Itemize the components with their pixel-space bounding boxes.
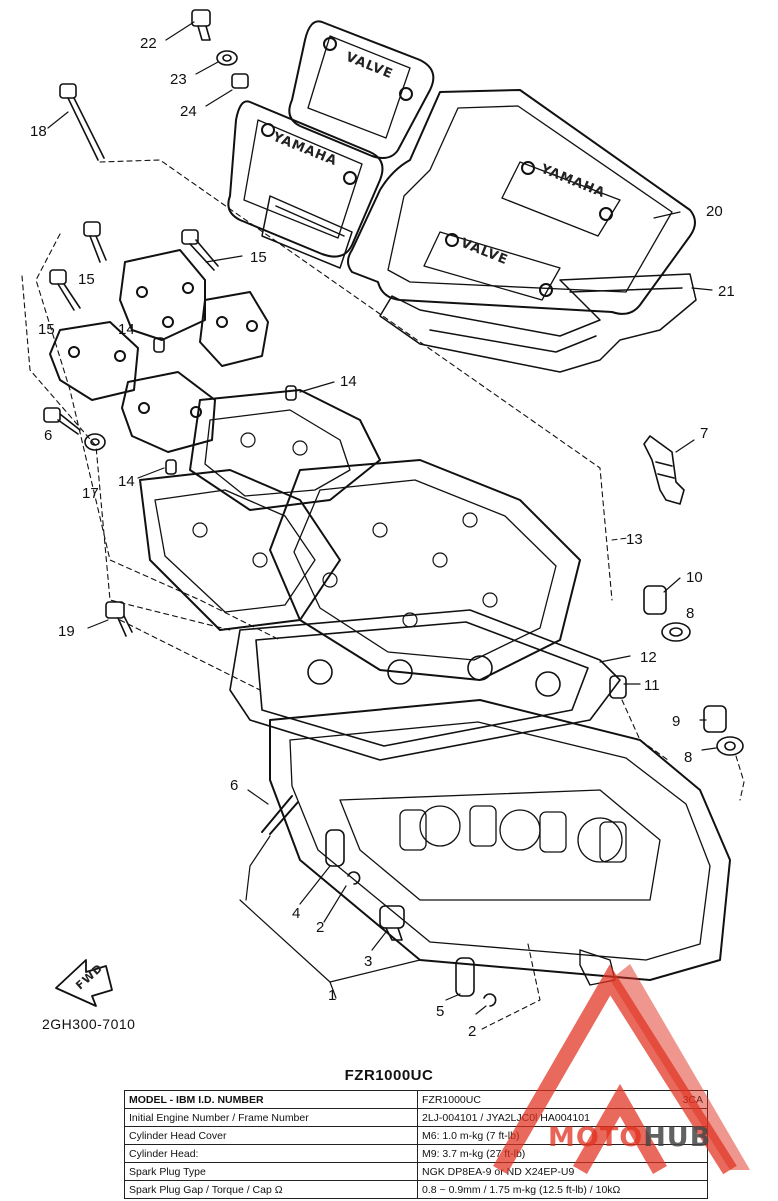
callout-5: 5: [436, 1003, 444, 1020]
spec-table-header: MODEL - IBM I.D. NUMBER FZR1000UC 3CA: [124, 1090, 708, 1109]
camshaft-assembly: [139, 389, 581, 681]
clip-2-lower: [483, 993, 497, 1007]
spec-header-value: FZR1000UC: [422, 1093, 481, 1106]
callout-21: 21: [718, 283, 735, 300]
callout-11: 11: [644, 677, 660, 694]
washer-8-lower: [716, 736, 744, 756]
callout-24: 24: [180, 103, 197, 120]
valve-cover-center: [347, 89, 696, 315]
dowel-14-a: [153, 337, 165, 353]
spec-row: Spark Plug Type NGK DP8EA-9 or ND X24EP-…: [124, 1162, 708, 1181]
camshaft-cap-3: [49, 321, 139, 401]
callout-7: 7: [700, 425, 708, 442]
camshaft-cap-1: [119, 249, 206, 341]
callout-14-a: 14: [118, 321, 135, 338]
fwd-arrow: [55, 959, 113, 1007]
spec-row-label: Initial Engine Number / Frame Number: [124, 1108, 418, 1127]
callout-20: 20: [706, 203, 723, 220]
spark-plug-7: [643, 435, 685, 505]
callout-2-b: 2: [468, 1023, 476, 1040]
bolt-19: [105, 601, 133, 637]
washer-23: [216, 50, 238, 66]
clip-2-upper: [347, 871, 361, 885]
spec-row: Spark Plug Gap / Torque / Cap Ω 0.8 ~ 0.…: [124, 1180, 708, 1199]
watermark-text-moto: MOTO: [548, 1122, 644, 1153]
callout-12: 12: [640, 649, 657, 666]
valve-cover-left: [227, 100, 384, 258]
camshaft-cap-2: [199, 291, 269, 367]
spec-row-label: Spark Plug Type: [124, 1162, 418, 1181]
bolt-15-c: [49, 269, 81, 311]
plug-3: [379, 905, 405, 941]
cylinder-head-gasket: [229, 609, 621, 761]
nut-24: [231, 73, 249, 89]
callout-15-a: 15: [78, 271, 95, 288]
bolt-6-upper: [43, 407, 81, 435]
callout-18: 18: [30, 123, 47, 140]
callout-23: 23: [170, 71, 187, 88]
model-title: FZR1000UC: [344, 1067, 434, 1084]
spec-row-label: Cylinder Head Cover: [124, 1126, 418, 1145]
callout-3: 3: [364, 953, 372, 970]
valve-cover-rear: [288, 20, 435, 159]
spec-row-label: Spark Plug Gap / Torque / Cap Ω: [124, 1180, 418, 1199]
spec-row-value: NGK DP8EA-9 or ND X24EP-U9: [417, 1162, 708, 1181]
callout-1: 1: [328, 987, 336, 1004]
embossing-valve-front: VALVE: [459, 236, 511, 269]
fwd-label: FWD: [73, 961, 105, 992]
bolt-15-b: [181, 229, 219, 271]
bolt-22: [191, 9, 211, 41]
spec-header-code: 3CA: [682, 1093, 703, 1106]
callout-6-b: 6: [230, 777, 238, 794]
dowel-14-c: [165, 459, 177, 475]
plug-9: [703, 705, 727, 733]
callout-14-b: 14: [340, 373, 357, 390]
valve-cover-gasket-left: [261, 195, 353, 269]
callout-15-c: 15: [38, 321, 55, 338]
spec-row-value: 0.8 ~ 0.9mm / 1.75 m-kg (12.5 ft-lb) / 1…: [417, 1180, 708, 1199]
washer-8-upper: [661, 622, 691, 642]
watermark-text: MOTOHUB: [548, 1122, 711, 1153]
valve-cover-gasket-right: [379, 273, 697, 373]
callout-4: 4: [292, 905, 300, 922]
valve-guide-4: [325, 829, 345, 867]
exploded-parts-diagram: VALVE YAMAHA YAMAHA VALVE FWD 22 23 24 1…: [21, 9, 745, 1040]
callout-10: 10: [686, 569, 703, 586]
callout-19: 19: [58, 623, 75, 640]
callout-6-a: 6: [44, 427, 52, 444]
embossing-yamaha-right: YAMAHA: [538, 161, 608, 201]
embossing-valve-rear: VALVE: [344, 50, 396, 83]
callout-22: 22: [140, 35, 157, 52]
spec-row-label: Cylinder Head:: [124, 1144, 418, 1163]
stud-6-lower: [261, 795, 299, 835]
dowel-11: [609, 675, 627, 699]
callout-2-a: 2: [316, 919, 324, 936]
spec-header-label: MODEL - IBM I.D. NUMBER: [124, 1090, 418, 1109]
spec-header-value-cell: FZR1000UC 3CA: [417, 1090, 708, 1109]
camshaft-cap-4: [121, 371, 216, 453]
valve-guide-5: [455, 957, 475, 997]
plug-10: [643, 585, 667, 615]
callout-13: 13: [626, 531, 643, 548]
callout-9: 9: [672, 713, 680, 730]
bolt-15-a: [83, 221, 107, 263]
bolt-18: [59, 83, 105, 161]
callout-17: 17: [82, 485, 99, 502]
callout-15-b: 15: [250, 249, 267, 266]
callout-8-a: 8: [686, 605, 694, 622]
cylinder-head: [269, 699, 731, 986]
dowel-14-b: [285, 385, 297, 401]
watermark-text-hub: HUB: [643, 1122, 712, 1153]
diagram-part-code: 2GH300-7010: [42, 1016, 136, 1032]
callout-14-c: 14: [118, 473, 135, 490]
callout-8-b: 8: [684, 749, 692, 766]
